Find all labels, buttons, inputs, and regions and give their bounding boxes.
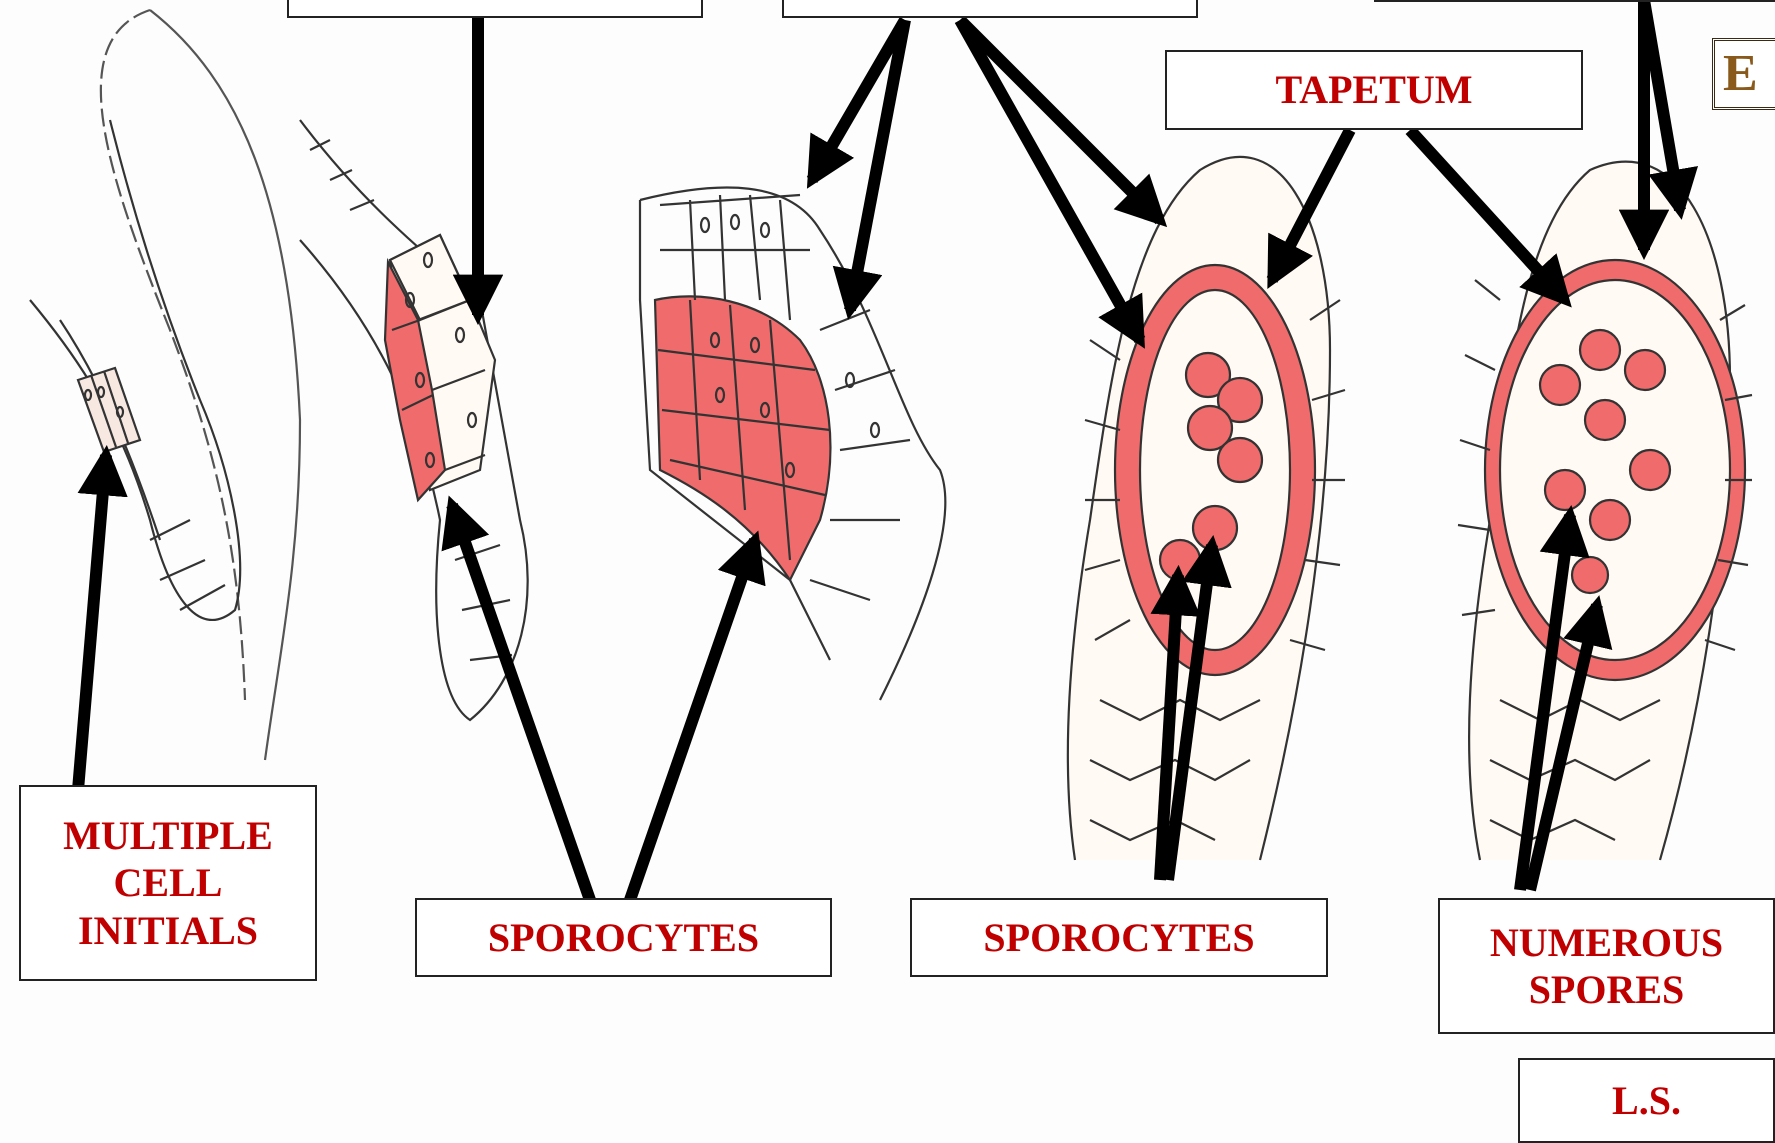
spore-tetrad [1572, 557, 1608, 593]
sporocyte [1218, 438, 1262, 482]
sporocytes-text-1: SPOROCYTES [488, 914, 759, 961]
ls-text: L.S. [1612, 1077, 1681, 1124]
corner-badge: E [1712, 38, 1775, 110]
initial-cells [78, 368, 140, 452]
arrow-tapetum-b [1410, 130, 1565, 300]
initials-line-2: CELL [63, 859, 273, 906]
spores-line-2: SPORES [1490, 966, 1723, 1013]
sporocyte [1193, 506, 1237, 550]
spore-tetrad [1580, 330, 1620, 370]
arrow-sporocytes-1b [630, 540, 755, 900]
spore-tetrad [1545, 470, 1585, 510]
arrow-sporocytes-1a [452, 505, 590, 900]
top-right-box [1374, 0, 1775, 2]
spore-tetrad [1630, 450, 1670, 490]
spores-line-1: NUMEROUS [1490, 919, 1723, 966]
stage-3-sporogenous-tissue [640, 188, 945, 700]
spore-tetrad [1585, 400, 1625, 440]
top-left-box [287, 0, 703, 18]
sporocytes-text-2: SPOROCYTES [983, 914, 1254, 961]
stage4-locule [1140, 290, 1290, 650]
outer-wall-curve [101, 10, 245, 700]
numerous-spores-label: NUMEROUS SPORES [1438, 898, 1775, 1034]
sporocyte [1160, 540, 1200, 580]
stage-5-spores [1458, 162, 1752, 860]
epidermis-outline [30, 120, 240, 620]
ls-label: L.S. [1518, 1058, 1775, 1143]
multiple-cell-initials-label: MULTIPLE CELL INITIALS [19, 785, 317, 981]
tapetum-label: TAPETUM [1165, 50, 1583, 130]
tapetum-text: TAPETUM [1275, 66, 1472, 113]
initials-line-1: MULTIPLE [63, 812, 273, 859]
stage3-sporogenous-cells [655, 296, 830, 580]
corner-letter: E [1723, 45, 1758, 102]
spore-tetrad [1540, 365, 1580, 405]
spore-tetrad [1625, 350, 1665, 390]
spore-tetrad [1590, 500, 1630, 540]
initials-line-3: INITIALS [63, 907, 273, 954]
arrow-to-initials [78, 455, 106, 790]
stage-4-sporocytes [1068, 157, 1345, 860]
top-middle-box [782, 0, 1198, 18]
sporocytes-label-1: SPOROCYTES [415, 898, 832, 977]
arrows [78, 0, 1680, 900]
sporocytes-label-2: SPOROCYTES [910, 898, 1328, 977]
outer-wall-curve-2 [150, 10, 300, 760]
stage-1-initials [30, 10, 300, 760]
